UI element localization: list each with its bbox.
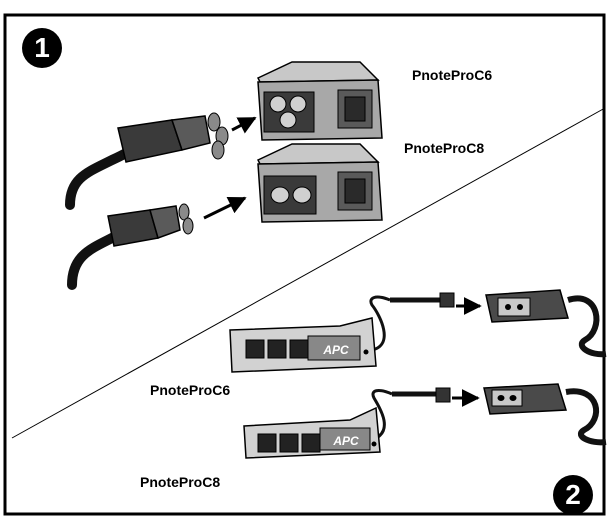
c6-cord-assembly xyxy=(65,112,257,210)
step-one-badge: 1 xyxy=(22,28,62,68)
diagram-frame xyxy=(3,13,606,516)
step-two-badge: 2 xyxy=(553,475,593,515)
step2-c6-assembly xyxy=(229,289,607,373)
brand-logo-c8: APC xyxy=(332,434,359,448)
label-bottom-c8: PnoteProC8 xyxy=(140,474,221,490)
label-bottom-c6: PnoteProC6 xyxy=(150,382,231,398)
label-top-c8: PnoteProC8 xyxy=(404,140,485,156)
c8-cord-assembly xyxy=(67,196,247,290)
label-top-c6: PnoteProC6 xyxy=(412,67,493,83)
c8-adapter xyxy=(256,143,383,223)
c6-adapter xyxy=(256,61,383,141)
section-divider xyxy=(11,107,606,439)
brand-logo-c6: APC xyxy=(322,343,349,357)
step2-c8-assembly xyxy=(243,383,607,459)
